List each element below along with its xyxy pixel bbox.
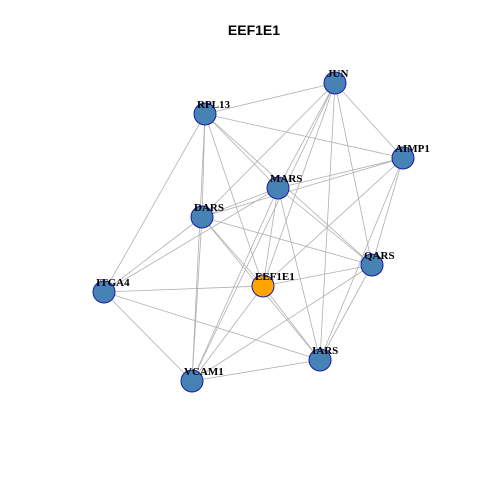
edge-aimp1-eef1e1: [262, 157, 404, 287]
edge-rpl13-aimp1: [204, 113, 404, 159]
edge-itga4-iars: [103, 291, 321, 361]
node-iars[interactable]: [308, 348, 332, 372]
nodes-layer: [92, 71, 415, 393]
edge-mars-dars: [201, 187, 279, 218]
edge-qars-eef1e1: [262, 264, 373, 287]
node-qars[interactable]: [360, 253, 384, 277]
edge-dars-eef1e1: [201, 216, 264, 287]
edge-aimp1-dars: [201, 157, 404, 218]
edge-mars-iars: [277, 187, 321, 361]
node-label-rpl13: RPL13: [197, 99, 231, 111]
node-jun[interactable]: [323, 71, 347, 95]
edge-dars-itga4: [103, 216, 203, 293]
edge-eef1e1-vcam1: [191, 285, 264, 382]
node-label-aimp1: AIMP1: [395, 143, 430, 155]
node-label-iars: IARS: [312, 345, 338, 357]
edge-mars-itga4: [103, 187, 279, 293]
edge-qars-iars: [319, 264, 373, 361]
node-aimp1[interactable]: [391, 146, 415, 170]
edge-mars-eef1e1: [262, 187, 279, 287]
node-label-qars: QARS: [364, 250, 395, 262]
edge-jun-eef1e1: [262, 82, 336, 287]
edge-jun-vcam1: [191, 82, 336, 382]
node-mars[interactable]: [266, 176, 290, 200]
edge-jun-mars: [277, 82, 336, 189]
node-label-dars: DARS: [194, 202, 224, 214]
node-eef1e1[interactable]: [251, 274, 275, 298]
node-itga4[interactable]: [92, 280, 116, 304]
node-vcam1[interactable]: [180, 369, 204, 393]
edge-jun-qars: [334, 82, 373, 266]
node-dars[interactable]: [190, 205, 214, 229]
edge-dars-vcam1: [191, 216, 203, 382]
edge-aimp1-mars: [277, 157, 404, 189]
edges-layer: [103, 82, 404, 382]
edge-rpl13-itga4: [103, 113, 206, 293]
node-label-mars: MARS: [270, 173, 302, 185]
edge-jun-iars: [319, 82, 336, 361]
edge-rpl13-jun: [204, 82, 336, 115]
edge-qars-vcam1: [191, 264, 373, 382]
edge-mars-qars: [277, 187, 373, 266]
edge-rpl13-eef1e1: [204, 113, 264, 287]
edge-jun-aimp1: [334, 82, 404, 159]
edge-rpl13-vcam1: [191, 113, 206, 382]
edge-aimp1-qars: [371, 157, 404, 266]
edge-mars-vcam1: [191, 187, 279, 382]
edge-iars-vcam1: [191, 359, 321, 382]
node-label-jun: JUN: [327, 68, 348, 80]
edge-eef1e1-iars: [262, 285, 321, 361]
edge-jun-dars: [201, 82, 336, 218]
edge-aimp1-iars: [319, 157, 404, 361]
edge-eef1e1-itga4: [103, 285, 264, 293]
node-label-eef1e1: EEF1E1: [255, 271, 295, 283]
edge-dars-qars: [201, 216, 373, 266]
node-label-vcam1: VCAM1: [184, 366, 224, 378]
node-rpl13[interactable]: [193, 102, 217, 126]
graph-title: EEF1E1: [228, 22, 280, 38]
node-label-itga4: ITGA4: [96, 277, 130, 289]
edge-rpl13-mars: [204, 113, 279, 189]
edge-itga4-vcam1: [103, 291, 193, 382]
